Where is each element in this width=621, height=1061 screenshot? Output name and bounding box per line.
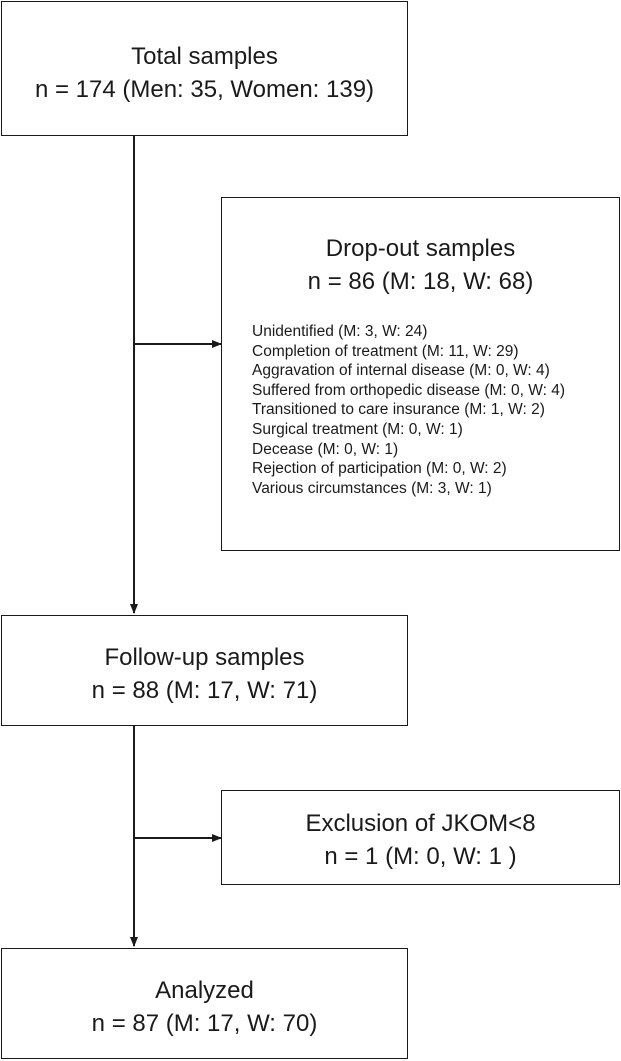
dropout-reason: Completion of treatment (M: 11, W: 29) <box>252 342 519 360</box>
total-samples-title: Total samples <box>131 43 278 70</box>
analyzed-count: n = 87 (M: 17, W: 70) <box>91 1010 318 1037</box>
followup-samples-count: n = 88 (M: 17, W: 71) <box>91 677 318 704</box>
dropout-reason: Rejection of participation (M: 0, W: 2) <box>252 460 507 478</box>
dropout-reason: Aggravation of internal disease (M: 0, W… <box>252 362 550 380</box>
exclusion-box: Exclusion of JKOM<8 n = 1 (M: 0, W: 1 ) <box>221 790 620 885</box>
total-samples-count: n = 174 (Men: 35, Women: 139) <box>34 76 375 103</box>
analyzed-title: Analyzed <box>155 977 254 1004</box>
dropout-reason: Decease (M: 0, W: 1) <box>252 440 399 458</box>
followup-samples-box: Follow-up samples n = 88 (M: 17, W: 71) <box>1 615 408 726</box>
exclusion-count: n = 1 (M: 0, W: 1 ) <box>324 843 517 870</box>
dropout-reason: Suffered from orthopedic disease (M: 0, … <box>252 381 566 399</box>
dropout-reason: Various circumstances (M: 3, W: 1) <box>252 479 492 497</box>
dropout-reason: Surgical treatment (M: 0, W: 1) <box>252 420 463 438</box>
dropout-samples-box: Drop-out samples n = 86 (M: 18, W: 68) U… <box>221 197 620 551</box>
dropout-reason: Unidentified (M: 3, W: 24) <box>252 323 428 340</box>
followup-samples-title: Follow-up samples <box>104 644 305 671</box>
dropout-reason: Transitioned to care insurance (M: 1, W:… <box>252 401 545 419</box>
analyzed-box: Analyzed n = 87 (M: 17, W: 70) <box>1 948 408 1059</box>
total-samples-box: Total samples n = 174 (Men: 35, Women: 1… <box>1 1 408 136</box>
dropout-samples-count: n = 86 (M: 18, W: 68) <box>307 268 534 295</box>
dropout-reasons-list: Unidentified (M: 3, W: 24) Completion of… <box>252 322 565 498</box>
dropout-samples-title: Drop-out samples <box>325 235 516 262</box>
exclusion-title: Exclusion of JKOM<8 <box>305 810 536 837</box>
